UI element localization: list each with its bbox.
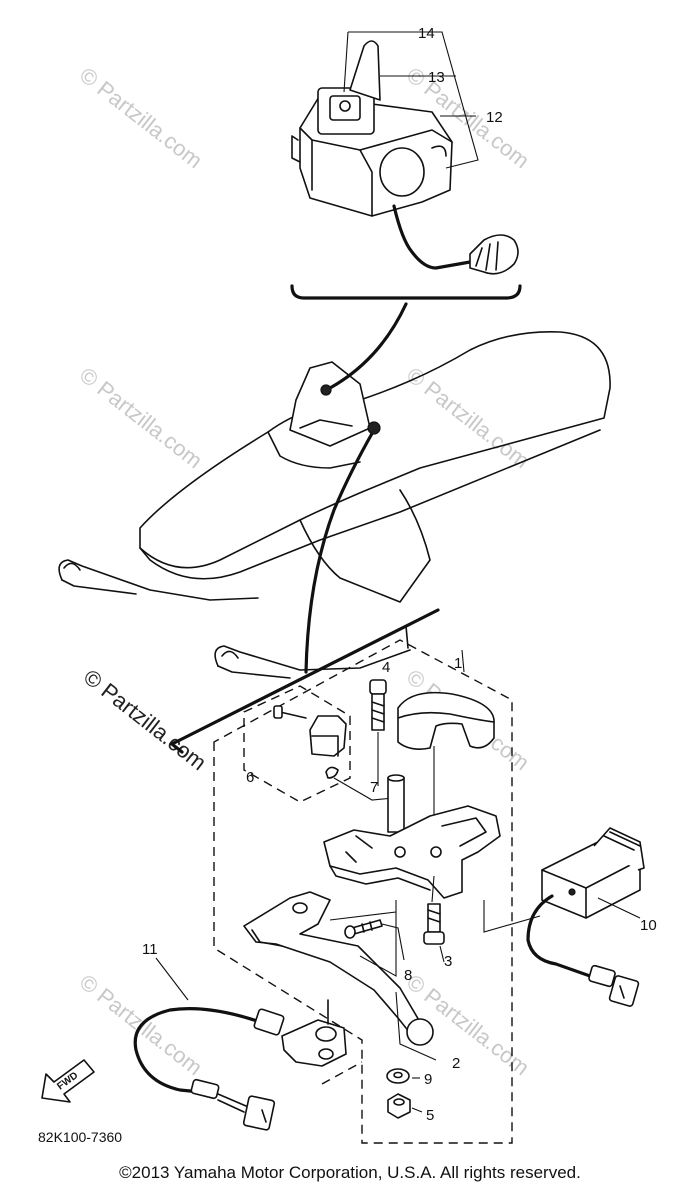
- watermark-1: © Partzilla.com: [75, 62, 207, 173]
- part-11-sensor: [133, 957, 347, 1131]
- lever-ball-end: [406, 1018, 434, 1046]
- switch-connector: [469, 234, 519, 275]
- part-label-4: 4: [382, 659, 390, 676]
- windshield: [289, 361, 371, 447]
- part-1-boundary: [213, 639, 513, 1144]
- watermark-dark: © Partzilla.com: [79, 664, 211, 775]
- handlebar-switch-assembly: [291, 40, 519, 275]
- fwd-arrow: FWD: [41, 1059, 95, 1103]
- front-ski-left: [58, 559, 259, 601]
- snowmobile-outline: [58, 331, 611, 679]
- part-label-8: 8: [404, 967, 412, 984]
- snowmobile-body: [139, 331, 611, 569]
- sensor-boundary: [321, 1061, 363, 1085]
- diagram-code: 82K100-7360: [38, 1129, 122, 1145]
- part-label-5: 5: [426, 1107, 434, 1124]
- switch-bore: [379, 147, 425, 197]
- watermark-3: © Partzilla.com: [75, 362, 207, 473]
- sensor-cable: [133, 1007, 268, 1094]
- front-ski-right: [214, 645, 411, 671]
- part-label-3: 3: [444, 953, 452, 970]
- detail-frame-top: [290, 284, 522, 300]
- cable-top: [328, 302, 408, 390]
- cable-clip-1: [320, 384, 332, 396]
- part-3-bolt: [423, 903, 445, 945]
- switch-cable: [392, 204, 472, 270]
- copyright-notice: ©2013 Yamaha Motor Corporation, U.S.A. A…: [119, 1163, 581, 1182]
- part-10-control-unit: [526, 827, 645, 1007]
- switch-lever: [349, 40, 381, 101]
- part-8-screw: [344, 919, 405, 961]
- lever-cover: [397, 691, 495, 750]
- part-6-boundary: [243, 685, 351, 803]
- part-label-14: 14: [418, 25, 435, 42]
- part-label-11: 11: [142, 941, 158, 958]
- part-label-2: 2: [452, 1055, 460, 1072]
- part-label-6: 6: [246, 769, 254, 786]
- part-label-12: 12: [486, 109, 503, 126]
- part-9-washer: [386, 1068, 420, 1084]
- part-4-bolt: [369, 679, 387, 786]
- part-label-1: 1: [454, 655, 462, 672]
- watermark-4: © Partzilla.com: [402, 362, 534, 473]
- fwd-arrow-icon: [41, 1059, 95, 1103]
- sensor-body: [281, 1019, 347, 1067]
- part-label-7: 7: [370, 779, 378, 796]
- cowling-side: [299, 489, 431, 603]
- lever-bracket: [323, 805, 501, 899]
- detail-frame-bottom: [169, 608, 440, 754]
- part-label-13: 13: [428, 69, 445, 86]
- cable-clip-2: [367, 421, 381, 435]
- part-label-9: 9: [424, 1071, 432, 1088]
- control-unit-cable: [526, 894, 592, 978]
- part-14-bracket: [343, 31, 479, 169]
- part-label-10: 10: [640, 917, 657, 934]
- part-5-nut: [387, 1093, 423, 1119]
- part-6-switch: [273, 705, 395, 801]
- cable-main: [304, 428, 376, 674]
